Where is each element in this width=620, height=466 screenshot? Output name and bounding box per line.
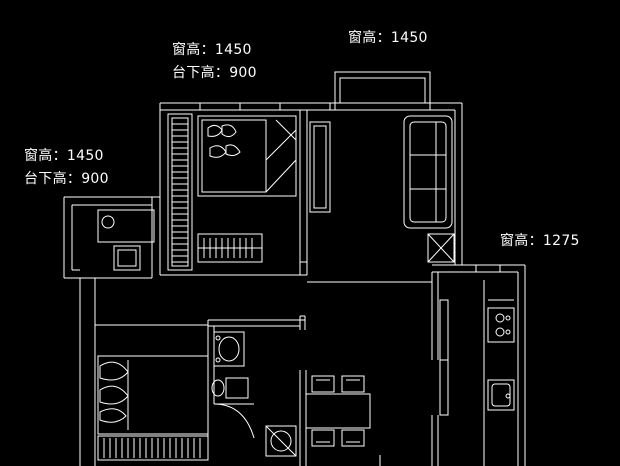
window-height-annotation-bedroom: 窗高：1450 台下高：900 bbox=[172, 41, 257, 82]
window-height-annotation-kitchen: 窗高：1275 bbox=[500, 232, 580, 250]
stove-icon bbox=[487, 307, 515, 343]
washbasin-icon bbox=[213, 331, 245, 367]
toilet-icon bbox=[211, 377, 249, 399]
sill-height-label: 台下高：900 bbox=[24, 171, 109, 187]
window-height-label: 窗高：1450 bbox=[348, 30, 428, 46]
wardrobe-upper bbox=[167, 113, 263, 271]
sill-height-label: 台下高：900 bbox=[172, 65, 257, 81]
sink-icon bbox=[487, 379, 515, 411]
dining-table-icon bbox=[305, 375, 371, 447]
window-height-label: 窗高：1450 bbox=[24, 148, 104, 164]
shower-curtain bbox=[213, 403, 255, 439]
window-height-label: 窗高：1450 bbox=[172, 42, 252, 58]
tv-cabinet bbox=[309, 121, 331, 213]
window-height-annotation-balcony: 窗高：1450 台下高：900 bbox=[24, 147, 109, 188]
bed-icon bbox=[197, 115, 297, 197]
sofa-icon bbox=[403, 115, 455, 263]
washbasin-icon bbox=[97, 209, 155, 271]
bed-icon bbox=[97, 355, 209, 461]
window-height-label: 窗高：1275 bbox=[500, 233, 580, 249]
washing-machine-icon bbox=[265, 425, 297, 457]
window-height-annotation-living: 窗高：1450 bbox=[348, 29, 428, 47]
